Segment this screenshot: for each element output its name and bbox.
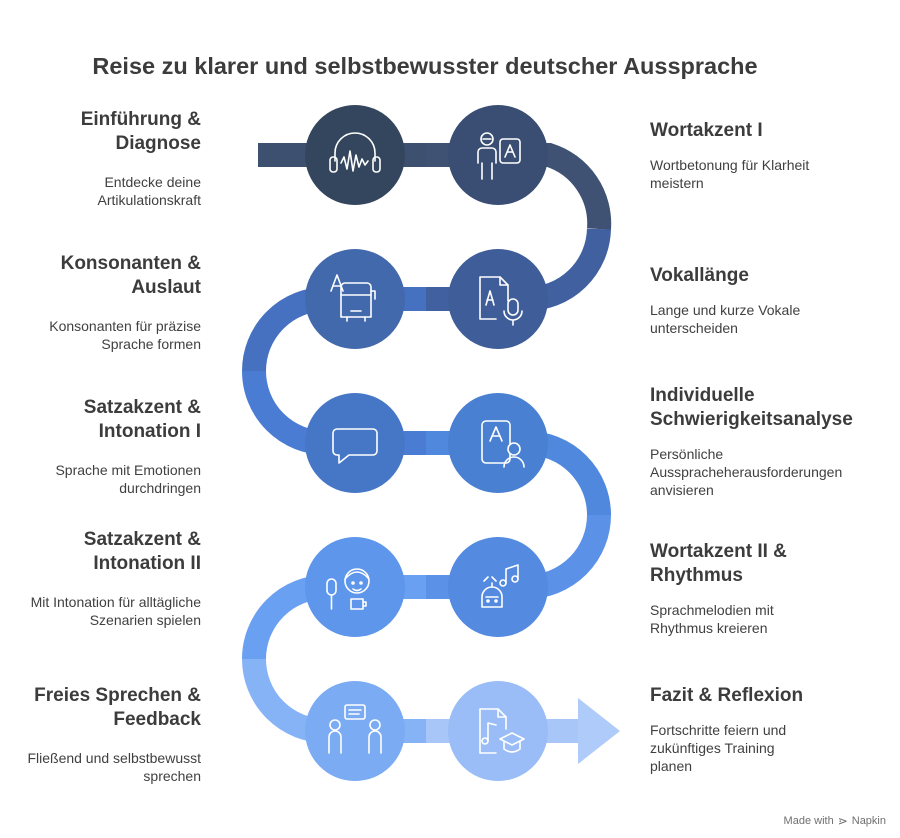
stage-4-description: Konsonanten für präzise Sprache formen — [49, 318, 201, 352]
made-with-label: Made with — [783, 815, 834, 827]
stage-9-description: Fließend und selbstbewusst sprechen — [27, 750, 201, 784]
stage-6: Individuelle Schwierigkeitsanalyse Persö… — [650, 384, 890, 499]
stage-1-title: Einführung & Diagnose — [80, 109, 201, 154]
stage-3-description: Lange und kurze Vokale unterscheiden — [650, 302, 801, 336]
arrow-head — [578, 698, 620, 764]
stage-9-title: Freies Sprechen & Feedback — [34, 685, 201, 730]
stage-1: Einführung & Diagnose Entdecke deine Art… — [20, 108, 201, 209]
stage-2-title: Wortakzent I — [650, 120, 763, 141]
stage-circle-2 — [448, 105, 548, 205]
stage-circle-10 — [448, 681, 548, 781]
stage-circle-7 — [448, 537, 548, 637]
stage-7-title: Wortakzent II & Rhythmus — [650, 541, 787, 586]
stage-4: Konsonanten & Auslaut Konsonanten für pr… — [20, 252, 201, 353]
two-people-chat-icon — [328, 704, 382, 754]
footer: Made with ⋗ Napkin — [784, 814, 886, 828]
stage-circle-8 — [305, 537, 405, 637]
stage-5-title: Satzakzent & Intonation I — [83, 397, 201, 442]
napkin-logo-icon: ⋗ — [837, 814, 848, 828]
card-person-icon — [481, 420, 525, 468]
stage-7: Wortakzent II & Rhythmus Sprachmelodien … — [650, 540, 880, 637]
stage-7-description: Sprachmelodien mit Rhythmus kreieren — [650, 602, 774, 636]
stage-10-description: Fortschritte feiern und zukünftiges Trai… — [650, 722, 787, 774]
stage-10-title: Fazit & Reflexion — [650, 685, 804, 706]
document-microphone-icon — [479, 276, 523, 326]
track-segment-2 — [426, 143, 612, 230]
stage-2-description: Wortbetonung für Klarheit meistern — [650, 157, 810, 191]
stage-8: Satzakzent & Intonation II Mit Intonatio… — [20, 528, 201, 629]
stage-9: Freies Sprechen & Feedback Fließend und … — [20, 684, 201, 785]
stage-3-title: Vokallänge — [650, 265, 749, 286]
page-title: Reise zu klarer und selbstbewusster deut… — [92, 53, 758, 79]
stage-8-description: Mit Intonation für alltägliche Szenarien… — [30, 594, 201, 628]
mic-person-cup-icon — [326, 568, 370, 610]
stage-5-description: Sprache mit Emotionen durchdringen — [55, 462, 201, 496]
stage-circle-4 — [305, 249, 405, 349]
person-board-icon — [477, 132, 521, 180]
stage-5: Satzakzent & Intonation I Sprache mit Em… — [20, 396, 201, 497]
headphones-soundwave-icon — [329, 132, 381, 173]
stage-circle-9 — [305, 681, 405, 781]
speech-bubble-icon — [332, 428, 378, 464]
stage-4-title: Konsonanten & Auslaut — [60, 253, 201, 298]
brand-label: Napkin — [851, 815, 886, 827]
stage-6-title: Individuelle Schwierigkeitsanalyse — [650, 385, 853, 430]
stage-6-description: Persönliche Ausspracheherausforderungen … — [650, 446, 843, 498]
robot-music-notes-icon — [481, 564, 519, 608]
stage-circle-6 — [448, 393, 548, 493]
stage-1-description: Entdecke deine Artikulationskraft — [97, 174, 201, 208]
stage-circle-5 — [305, 393, 405, 493]
stage-circle-1 — [305, 105, 405, 205]
stage-circle-3 — [448, 249, 548, 349]
music-file-graduation-icon — [479, 708, 525, 754]
stage-10: Fazit & Reflexion Fortschritte feiern un… — [650, 684, 880, 775]
letter-bus-icon — [330, 274, 376, 322]
stage-8-title: Satzakzent & Intonation II — [83, 529, 201, 574]
stage-3: Vokallänge Lange und kurze Vokale unters… — [650, 264, 880, 337]
stage-2: Wortakzent I Wortbetonung für Klarheit m… — [650, 119, 880, 192]
